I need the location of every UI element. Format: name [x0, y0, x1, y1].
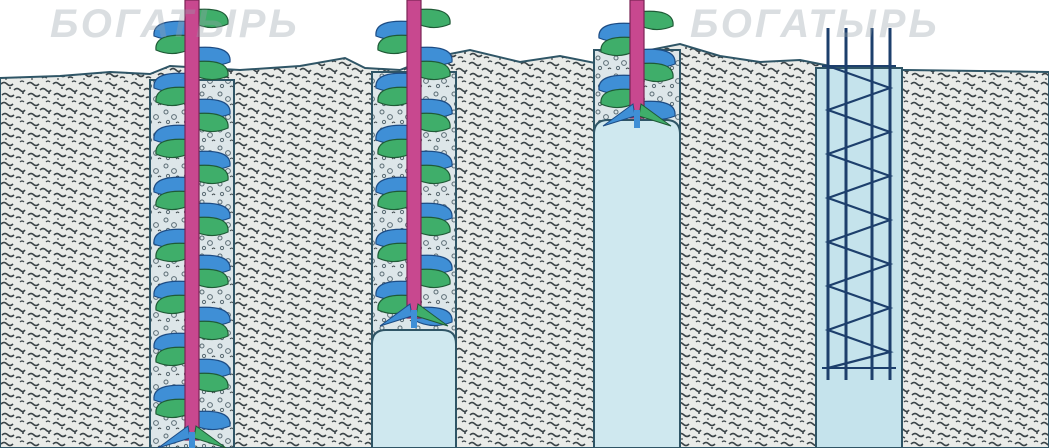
concrete-column-3 — [594, 120, 680, 448]
watermark-left: БОГАТЫРЬ — [50, 2, 300, 47]
auger-shaft — [630, 0, 644, 118]
auger-bit-center — [189, 432, 195, 448]
auger-bit-center — [634, 110, 640, 128]
watermark-right: БОГАТЫРЬ — [690, 2, 940, 47]
auger-bit-center — [411, 310, 417, 328]
concrete-column-2 — [372, 330, 456, 448]
auger-shaft — [407, 0, 421, 318]
auger-shaft — [185, 0, 199, 440]
